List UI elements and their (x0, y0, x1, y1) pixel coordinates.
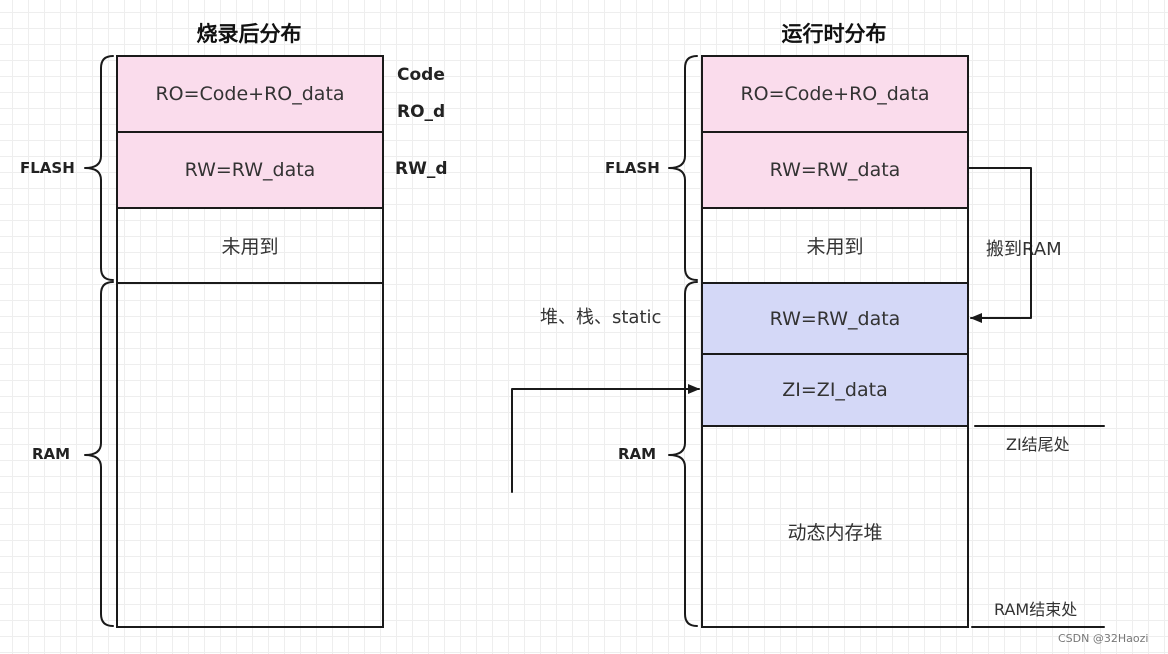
right-ro-label: RO=Code+RO_data (740, 83, 930, 105)
right-rw-block: RW=RW_data (703, 131, 967, 207)
left-note-ro-d: RO_d (397, 102, 446, 122)
right-heap-block: 动态内存堆 (703, 425, 967, 626)
left-ram-label: RAM (32, 445, 71, 463)
left-note-code: Code (397, 65, 445, 85)
move-to-ram-arrow (968, 167, 1032, 323)
pointer-arrow (511, 384, 700, 493)
right-title: 运行时分布 (781, 22, 887, 46)
left-note-rw-d: RW_d (395, 159, 448, 179)
move-to-ram-note: 搬到RAM (986, 239, 1062, 260)
left-rw-label: RW=RW_data (184, 159, 316, 181)
left-ram-block (118, 282, 382, 626)
left-flash-label: FLASH (20, 159, 75, 177)
csdn-watermark: CSDN @32Haozi (1058, 632, 1149, 645)
right-zi-block: ZI=ZI_data (703, 353, 967, 425)
left-rw-block: RW=RW_data (118, 131, 382, 207)
right-memory-column: RO=Code+RO_data RW=RW_data 未用到 RW=RW_dat… (701, 55, 969, 628)
left-memory-column: RO=Code+RO_data RW=RW_data 未用到 (116, 55, 384, 628)
stack-static-note: 堆、栈、static (540, 307, 662, 328)
right-rw-ram-block: RW=RW_data (703, 282, 967, 353)
right-ram-label: RAM (618, 445, 657, 463)
left-unused-label: 未用到 (221, 236, 279, 258)
left-title: 烧录后分布 (196, 22, 302, 46)
right-rw-ram-label: RW=RW_data (769, 307, 901, 330)
left-flash-brace (84, 55, 114, 281)
left-unused-block: 未用到 (118, 207, 382, 282)
zi-end-note: ZI结尾处 (1006, 435, 1070, 454)
right-heap-label: 动态内存堆 (787, 522, 883, 544)
left-ram-brace (84, 281, 114, 627)
left-ro-block: RO=Code+RO_data (118, 57, 382, 131)
right-unused-block: 未用到 (703, 207, 967, 282)
right-rw-label: RW=RW_data (769, 159, 901, 181)
right-unused-label: 未用到 (806, 236, 864, 258)
right-flash-label: FLASH (605, 159, 660, 177)
right-flash-brace (668, 55, 698, 281)
right-zi-label: ZI=ZI_data (782, 379, 888, 401)
ram-end-note: RAM结束处 (994, 600, 1078, 619)
right-ro-block: RO=Code+RO_data (703, 57, 967, 131)
right-ram-brace (668, 281, 698, 627)
left-ro-label: RO=Code+RO_data (155, 83, 345, 105)
